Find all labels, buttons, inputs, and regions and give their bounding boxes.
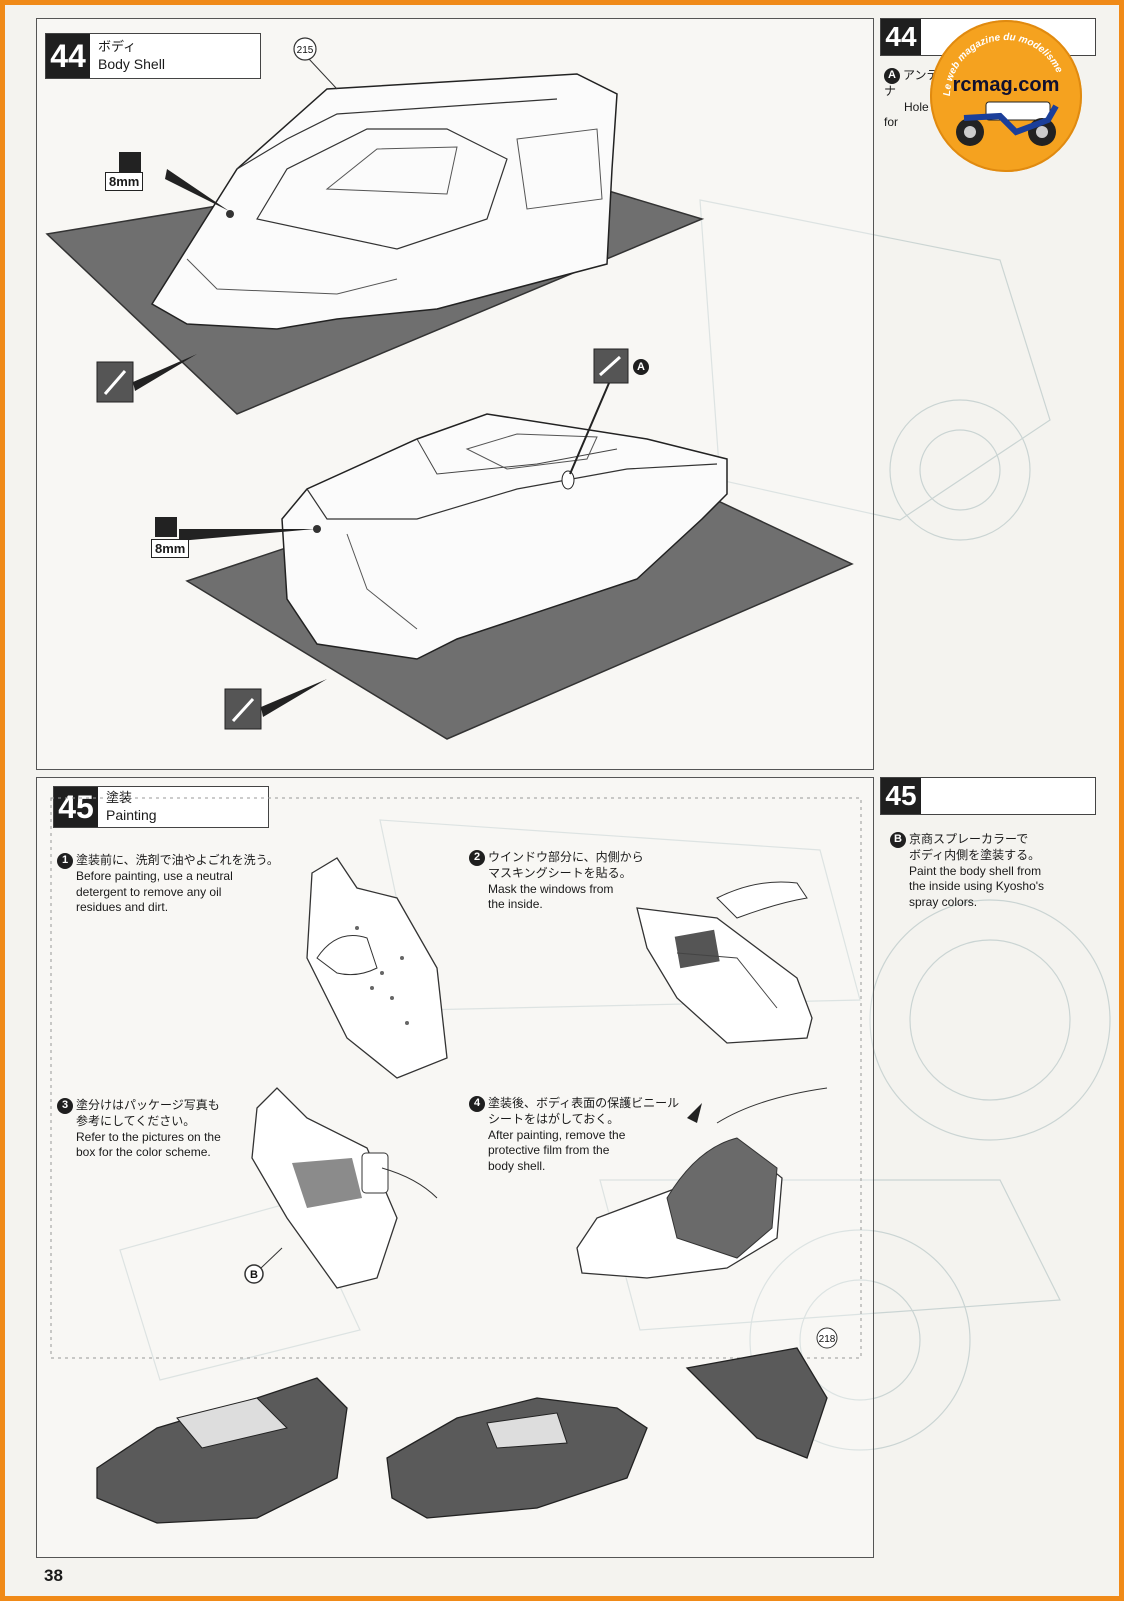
step-circle: 3 bbox=[57, 1098, 73, 1114]
painting-illustrations: B 218 bbox=[50, 797, 862, 1524]
step-circle: 2 bbox=[469, 850, 485, 866]
part-ref-218: 218 bbox=[819, 1334, 836, 1345]
step-title-en: Body Shell bbox=[98, 55, 165, 72]
side-step-number: 45 bbox=[881, 778, 921, 814]
marker-a-icon: A bbox=[884, 68, 900, 84]
step-number: 45 bbox=[54, 787, 98, 827]
page-number: 38 bbox=[44, 1566, 63, 1585]
marker-b-icon: B bbox=[890, 832, 906, 848]
callout-marker-a: A bbox=[633, 359, 649, 375]
rcmag-logo: Le web magazine du modelisme rcmag.com bbox=[930, 20, 1082, 172]
step-45-side-header: 45 bbox=[880, 777, 1096, 815]
step-number: 44 bbox=[46, 34, 90, 78]
step-title-ja: 塗装 bbox=[106, 790, 133, 806]
step-circle: 4 bbox=[469, 1096, 485, 1112]
logo-ring-text: Le web magazine du modelisme bbox=[942, 32, 1065, 146]
body-shell-illustration: 215 bbox=[45, 37, 854, 740]
step-circle: 1 bbox=[57, 853, 73, 869]
side-step-number: 44 bbox=[881, 19, 921, 55]
drill-size-label-1: 8mm bbox=[105, 172, 144, 191]
step-45-header: 45 塗装 Painting bbox=[53, 786, 269, 828]
step-44-panel: 44 ボディ Body Shell 215 bbox=[36, 18, 874, 770]
drill-size-label-2: 8mm bbox=[151, 539, 190, 558]
part-ref-215: 215 bbox=[297, 45, 314, 56]
step-title-ja: ボディ bbox=[98, 39, 137, 55]
step-44-header: 44 ボディ Body Shell bbox=[45, 33, 261, 79]
logo-text: rcmag.com bbox=[952, 74, 1060, 96]
marker-b: B bbox=[250, 1269, 258, 1281]
step-title-en: Painting bbox=[106, 806, 157, 823]
